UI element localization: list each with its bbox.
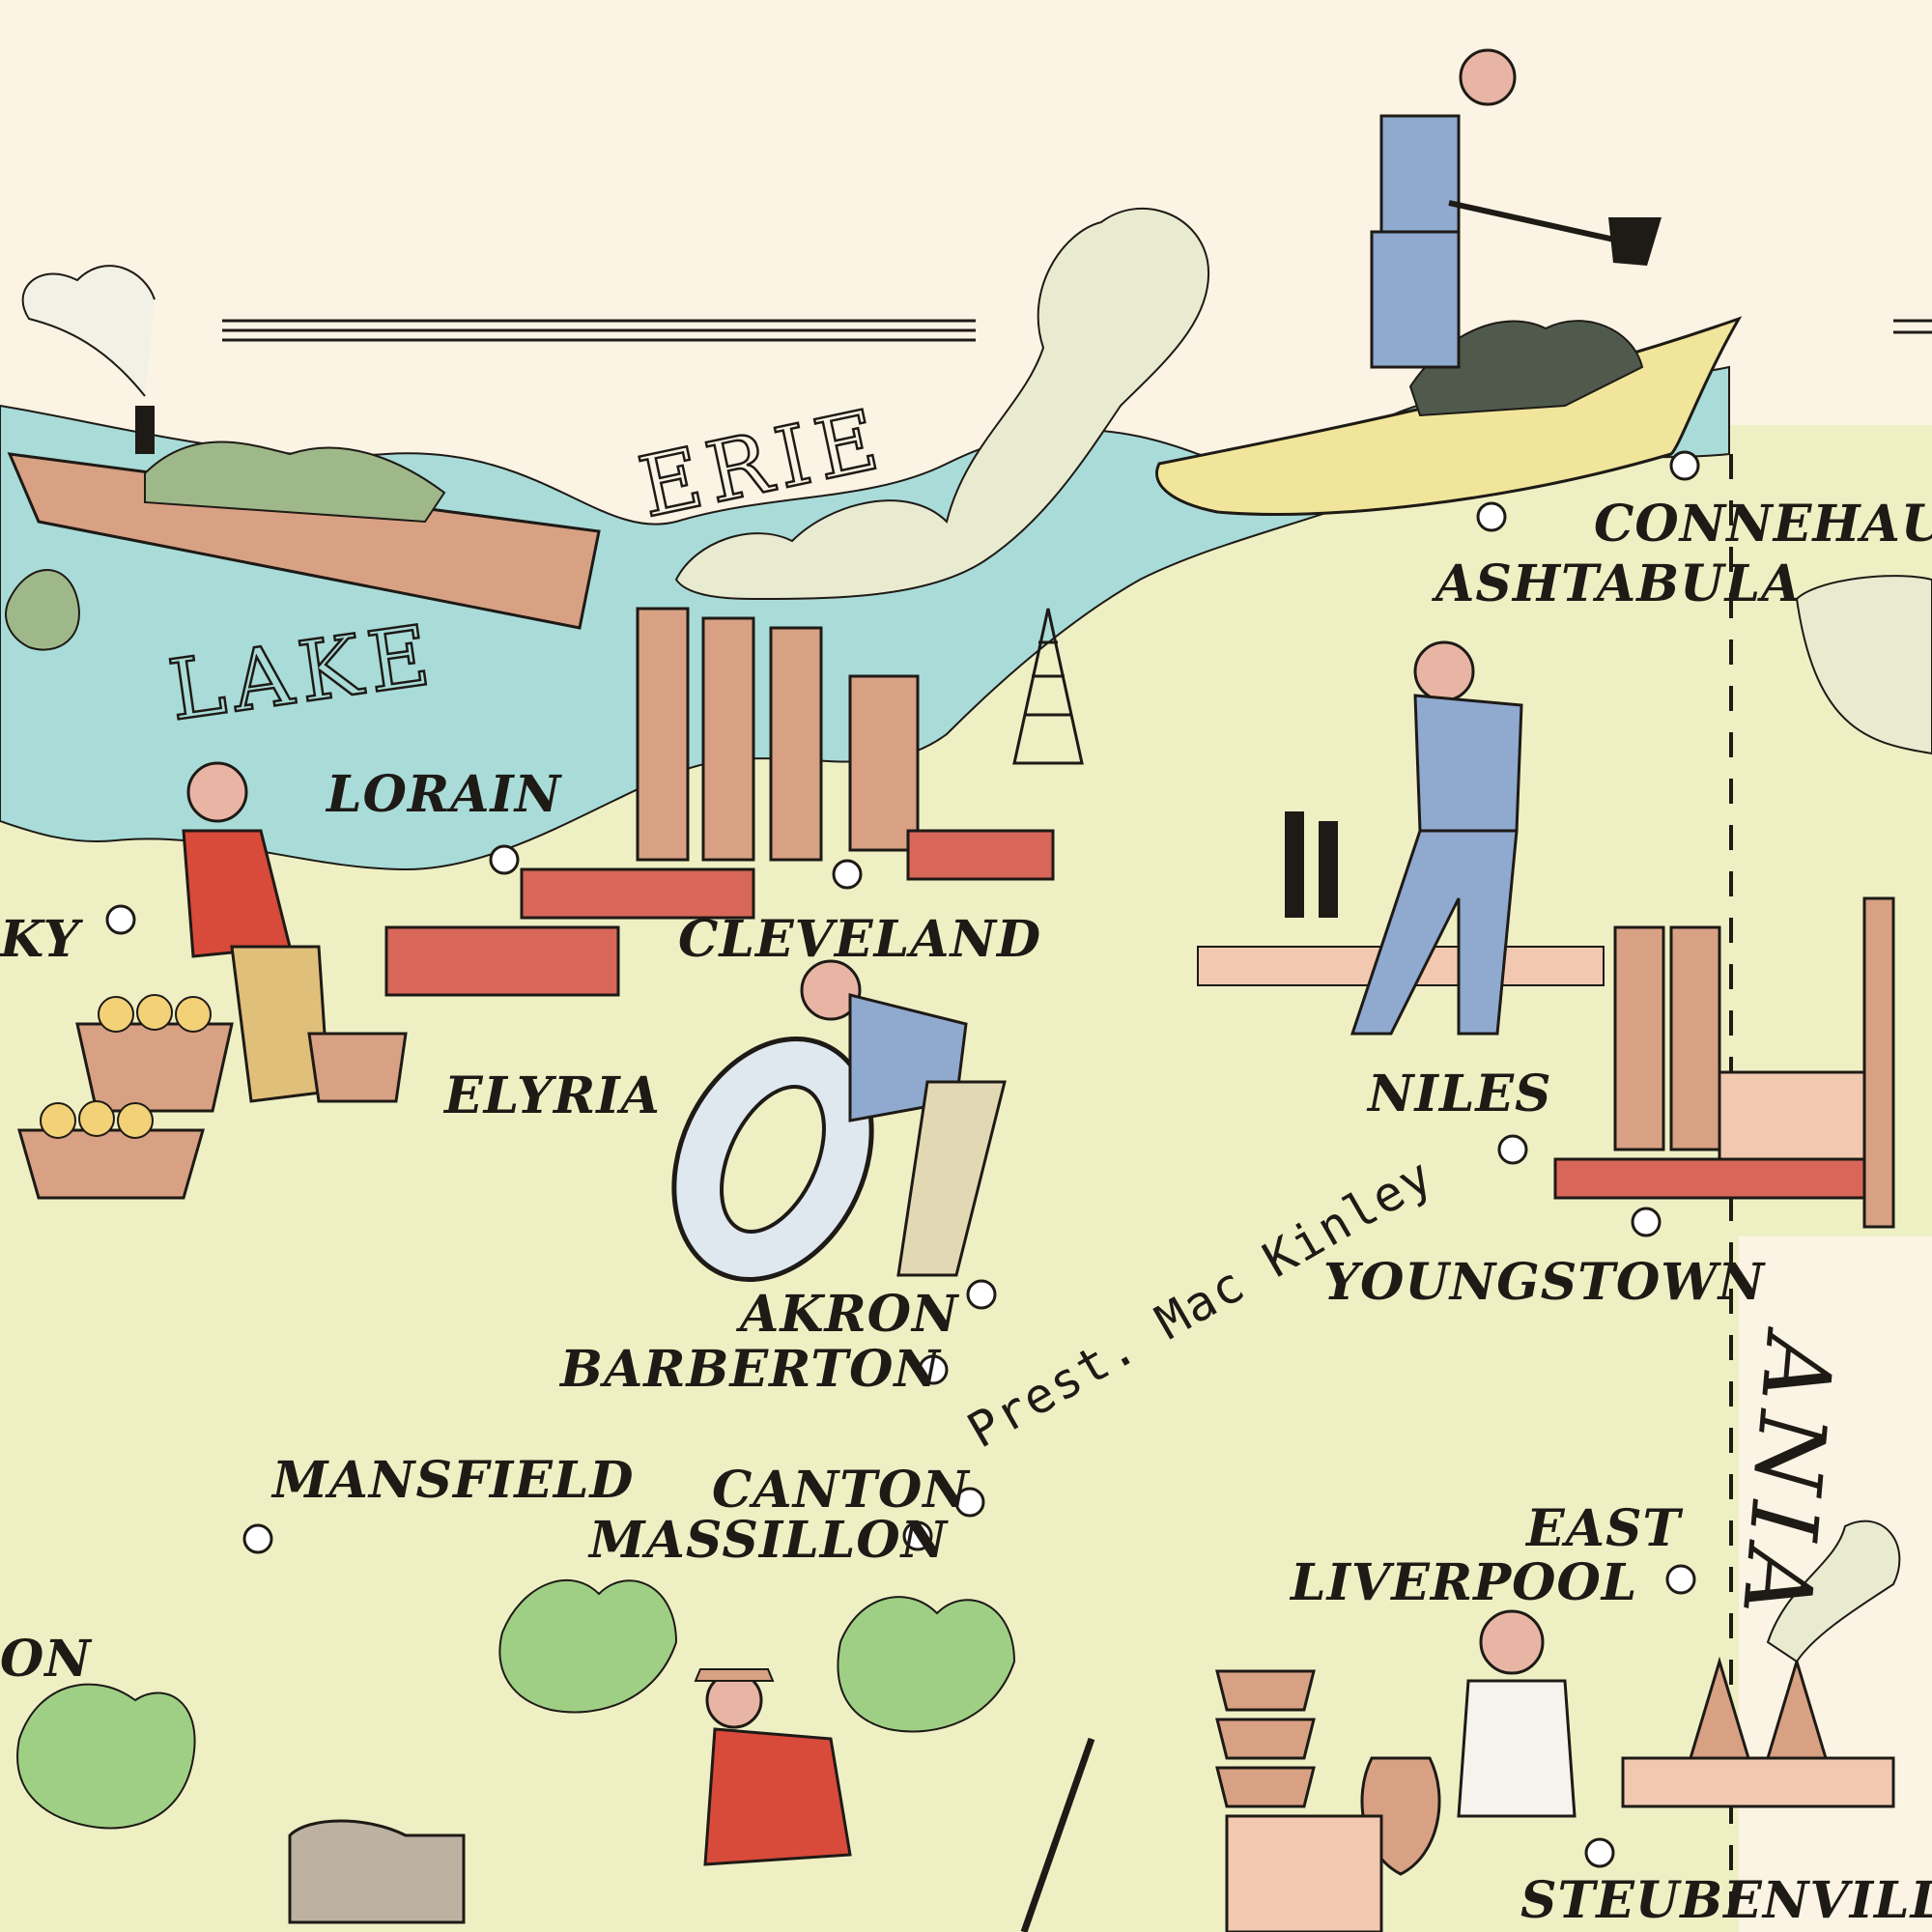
city-label-niles: NILES [1366,1065,1552,1123]
fruit-picker-woman-illustration [17,761,408,1200]
city-label-steubenville: STEUBENVILLE [1520,1871,1932,1930]
steel-mill-illustration [384,607,1055,997]
pottery-kilns-illustration [1621,1520,1901,1808]
oil-derrick-illustration [1012,608,1084,765]
lake-boundary-rule [222,319,1932,342]
farmer-mule-illustration [288,1578,1095,1932]
potter-illustration [1215,1609,1577,1932]
city-dot-niles [1497,1134,1528,1165]
trees-left-illustration [5,569,196,1830]
city-dot-sandusky [105,904,136,935]
city-dot-conneaut [1669,450,1700,481]
city-dot-akron [966,1279,997,1310]
city-label-canton: CANTON [712,1461,971,1520]
city-dot-mansfield [242,1523,273,1554]
city-label-fragment-on: ON [0,1630,93,1689]
ore-ship-shoveler-illustration [1155,48,1743,516]
city-label-lorain: LORAIN [325,765,563,824]
factory-smokestacks-illustration [1553,575,1932,1229]
city-label-cleveland: CLEVELAND [678,910,1041,969]
city-label-youngstown: YOUNGSTOWN [1323,1253,1767,1312]
city-label-sandusky-fragment: KY [0,910,84,969]
city-dot-cleveland [832,859,863,890]
city-dot-canton [954,1487,985,1518]
city-dot-barberton [918,1354,949,1385]
city-dot-massillon [902,1520,933,1551]
city-dot-youngstown [1631,1207,1662,1237]
city-label-barberton: BARBERTON [558,1340,942,1399]
city-dot-steubenville [1584,1837,1615,1868]
city-label-east: EAST [1524,1499,1684,1558]
city-dot-lorain [489,844,520,875]
city-label-elyria: ELYRIA [442,1066,661,1125]
city-label-akron: AKRON [735,1285,960,1344]
city-dot-ashtabula [1476,501,1507,532]
city-dot-east-liverpool [1665,1564,1696,1595]
city-label-massillon: MASSILLON [587,1511,950,1570]
city-label-ashtabula: ASHTABULA [1431,554,1801,613]
smoke-plume-illustration [674,207,1210,601]
city-label-conneaut: CONNEHAUT [1594,495,1932,554]
tire-worker-illustration [671,959,1007,1282]
city-label-mansfield: MANSFIELD [270,1451,635,1510]
mill-worker-illustration [1197,640,1605,1036]
state-label: ANIA [1720,1323,1854,1630]
city-label-liverpool: LIVERPOOL [1289,1553,1637,1612]
cargo-ship-illustration [7,265,601,630]
